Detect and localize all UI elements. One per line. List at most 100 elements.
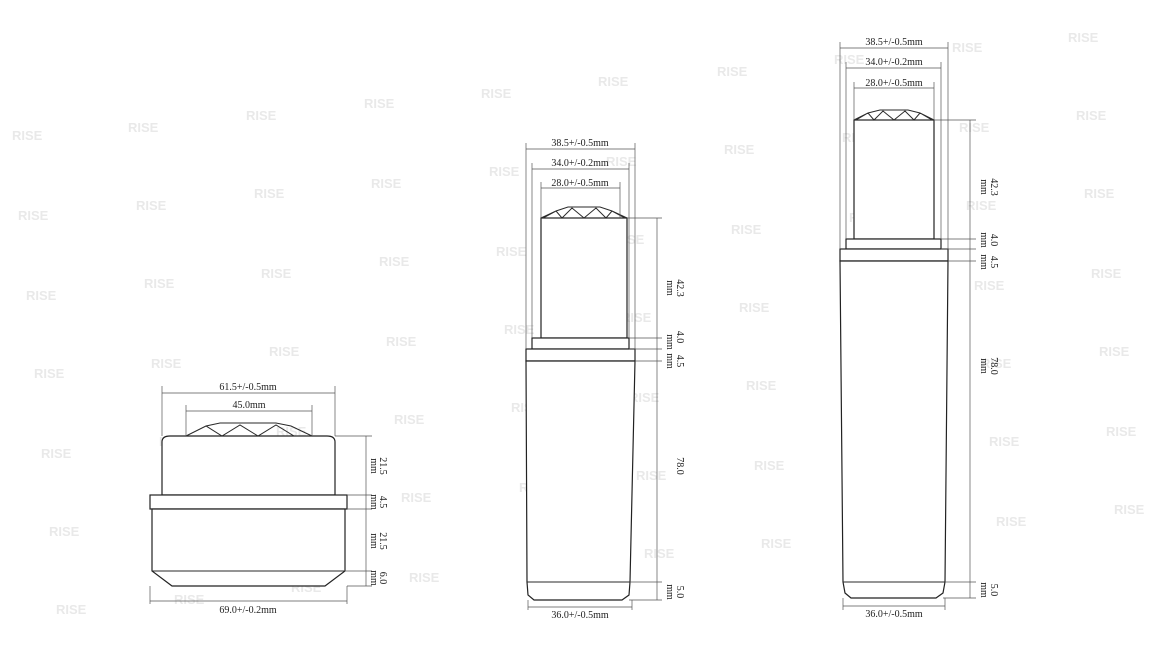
jar-base-height-label: 21.5 bbox=[377, 532, 388, 550]
jar-foot-height-label: 6.0 bbox=[377, 572, 388, 585]
watermark: RISE bbox=[12, 128, 43, 143]
jar-cap-height-label: 21.5 bbox=[377, 457, 388, 475]
watermark: RISE bbox=[966, 198, 997, 213]
lipstick1-foot-height-label: 5.0 bbox=[674, 586, 685, 599]
watermark: RISE bbox=[644, 546, 675, 561]
lipstick-bullet-tip bbox=[853, 109, 935, 121]
lipstick2-outer-width-label: 38.5+/-0.5mm bbox=[865, 37, 923, 48]
watermark: RISE bbox=[128, 120, 159, 135]
watermark: RISE bbox=[371, 176, 402, 191]
watermark: RISE bbox=[981, 356, 1012, 371]
lipstick2-bottom-width-label: 36.0+/-0.5mm bbox=[865, 609, 923, 620]
lipstick1-foot-height-unit: mm bbox=[664, 584, 675, 600]
watermark: RISE bbox=[1076, 108, 1107, 123]
lipstick-collar bbox=[839, 248, 949, 262]
lipstick1-body-height-label: 78.0 bbox=[674, 457, 685, 475]
watermark: RISE bbox=[1084, 186, 1115, 201]
watermark: RISE bbox=[26, 288, 57, 303]
lipstick-bullet bbox=[853, 119, 935, 240]
lipstick-body bbox=[525, 360, 636, 601]
watermark: RISE bbox=[144, 276, 175, 291]
watermark: RISE bbox=[724, 142, 755, 157]
jar-cap bbox=[161, 435, 336, 496]
lipstick2-collar-height-label: 4.5 bbox=[988, 256, 999, 269]
lipstick-bullet bbox=[540, 217, 628, 339]
jar-collar-height-unit: mm bbox=[368, 494, 379, 510]
watermark: RISE bbox=[606, 154, 637, 169]
lipstick2-collar-height-unit: mm bbox=[978, 254, 989, 270]
lipstick1-inner-width-label: 28.0+/-0.5mm bbox=[551, 178, 609, 189]
watermark: RISE bbox=[276, 424, 307, 439]
watermark: RISE bbox=[174, 592, 205, 607]
lipstick1-ring-height-label: 4.0 bbox=[674, 331, 685, 344]
watermark: RISE bbox=[254, 186, 285, 201]
watermark-layer: RISE RISE RISE RISE RISE RISE RISE RISE … bbox=[12, 30, 1145, 617]
watermark: RISE bbox=[379, 254, 410, 269]
lipstick1-bullet-height-label: 42.3 bbox=[674, 279, 685, 297]
lipstick1-mid-width-label: 34.0+/-0.2mm bbox=[551, 158, 609, 169]
lipstick1-collar-height-unit: mm bbox=[664, 353, 675, 369]
lipstick1-outer-width-label: 38.5+/-0.5mm bbox=[551, 138, 609, 149]
jar-top-width-label: 61.5+/-0.5mm bbox=[219, 382, 277, 393]
watermark: RISE bbox=[151, 356, 182, 371]
watermark: RISE bbox=[269, 344, 300, 359]
watermark: RISE bbox=[717, 64, 748, 79]
jar-cap-height-unit: mm bbox=[368, 458, 379, 474]
watermark: RISE bbox=[136, 198, 167, 213]
watermark: RISE bbox=[1099, 344, 1130, 359]
watermark: RISE bbox=[952, 40, 983, 55]
lipstick2-ring-height-label: 4.0 bbox=[988, 234, 999, 247]
lipstick2-ring-height-unit: mm bbox=[978, 232, 989, 248]
lipstick1-bottom-width-label: 36.0+/-0.5mm bbox=[551, 610, 609, 621]
watermark: RISE bbox=[834, 52, 865, 67]
watermark: RISE bbox=[629, 390, 660, 405]
jar-foot-height-unit: mm bbox=[368, 570, 379, 586]
lipstick-ring bbox=[845, 238, 942, 250]
watermark: RISE bbox=[739, 300, 770, 315]
lipstick2-mid-width-label: 34.0+/-0.2mm bbox=[865, 57, 923, 68]
watermark: RISE bbox=[989, 434, 1020, 449]
watermark: RISE bbox=[636, 468, 667, 483]
watermark: RISE bbox=[746, 378, 777, 393]
watermark: RISE bbox=[959, 120, 990, 135]
watermark: RISE bbox=[364, 96, 395, 111]
watermark: RISE bbox=[56, 602, 87, 617]
lipstick1-bullet-height-unit: mm bbox=[664, 280, 675, 296]
lipstick2-inner-width-label: 28.0+/-0.5mm bbox=[865, 78, 923, 89]
jar-crown-width-label: 45.0mm bbox=[232, 400, 265, 411]
watermark: RISE bbox=[394, 412, 425, 427]
watermark: RISE bbox=[49, 524, 80, 539]
lipstick2-foot-height-label: 5.0 bbox=[988, 584, 999, 597]
lipstick-collar bbox=[525, 348, 636, 362]
lipstick-ring bbox=[531, 337, 630, 350]
watermark: RISE bbox=[1114, 502, 1145, 517]
watermark: RISE bbox=[261, 266, 292, 281]
lipstick2-body-height-label: 78.0 bbox=[988, 357, 999, 375]
product-lipstick-1: 38.5+/-0.5mm 34.0+/-0.2mm 28.0+/-0.5mm 3… bbox=[525, 138, 685, 621]
watermark: RISE bbox=[246, 108, 277, 123]
watermark: RISE bbox=[481, 86, 512, 101]
watermark: RISE bbox=[401, 490, 432, 505]
lipstick1-ring-height-unit: mm bbox=[664, 334, 675, 350]
watermark: RISE bbox=[996, 514, 1027, 529]
jar-collar-height-label: 4.5 bbox=[377, 496, 388, 509]
lipstick2-bullet-height-unit: mm bbox=[978, 179, 989, 195]
watermark: RISE bbox=[34, 366, 65, 381]
watermark: RISE bbox=[1106, 424, 1137, 439]
lipstick-bullet-tip bbox=[540, 206, 628, 219]
watermark: RISE bbox=[754, 458, 785, 473]
product-lipstick-2: 38.5+/-0.5mm 34.0+/-0.2mm 28.0+/-0.5mm 3… bbox=[839, 37, 999, 620]
lipstick2-body-height-unit: mm bbox=[978, 358, 989, 374]
jar-bottom-width-label: 69.0+/-0.2mm bbox=[219, 605, 277, 616]
watermark: RISE bbox=[489, 164, 520, 179]
watermark: RISE bbox=[18, 208, 49, 223]
watermark: RISE bbox=[731, 222, 762, 237]
lipstick1-collar-height-label: 4.5 bbox=[674, 355, 685, 368]
jar-crown bbox=[185, 422, 313, 437]
watermark: RISE bbox=[41, 446, 72, 461]
watermark: RISE bbox=[598, 74, 629, 89]
watermark: RISE bbox=[974, 278, 1005, 293]
watermark: RISE bbox=[761, 536, 792, 551]
watermark: RISE bbox=[496, 244, 527, 259]
